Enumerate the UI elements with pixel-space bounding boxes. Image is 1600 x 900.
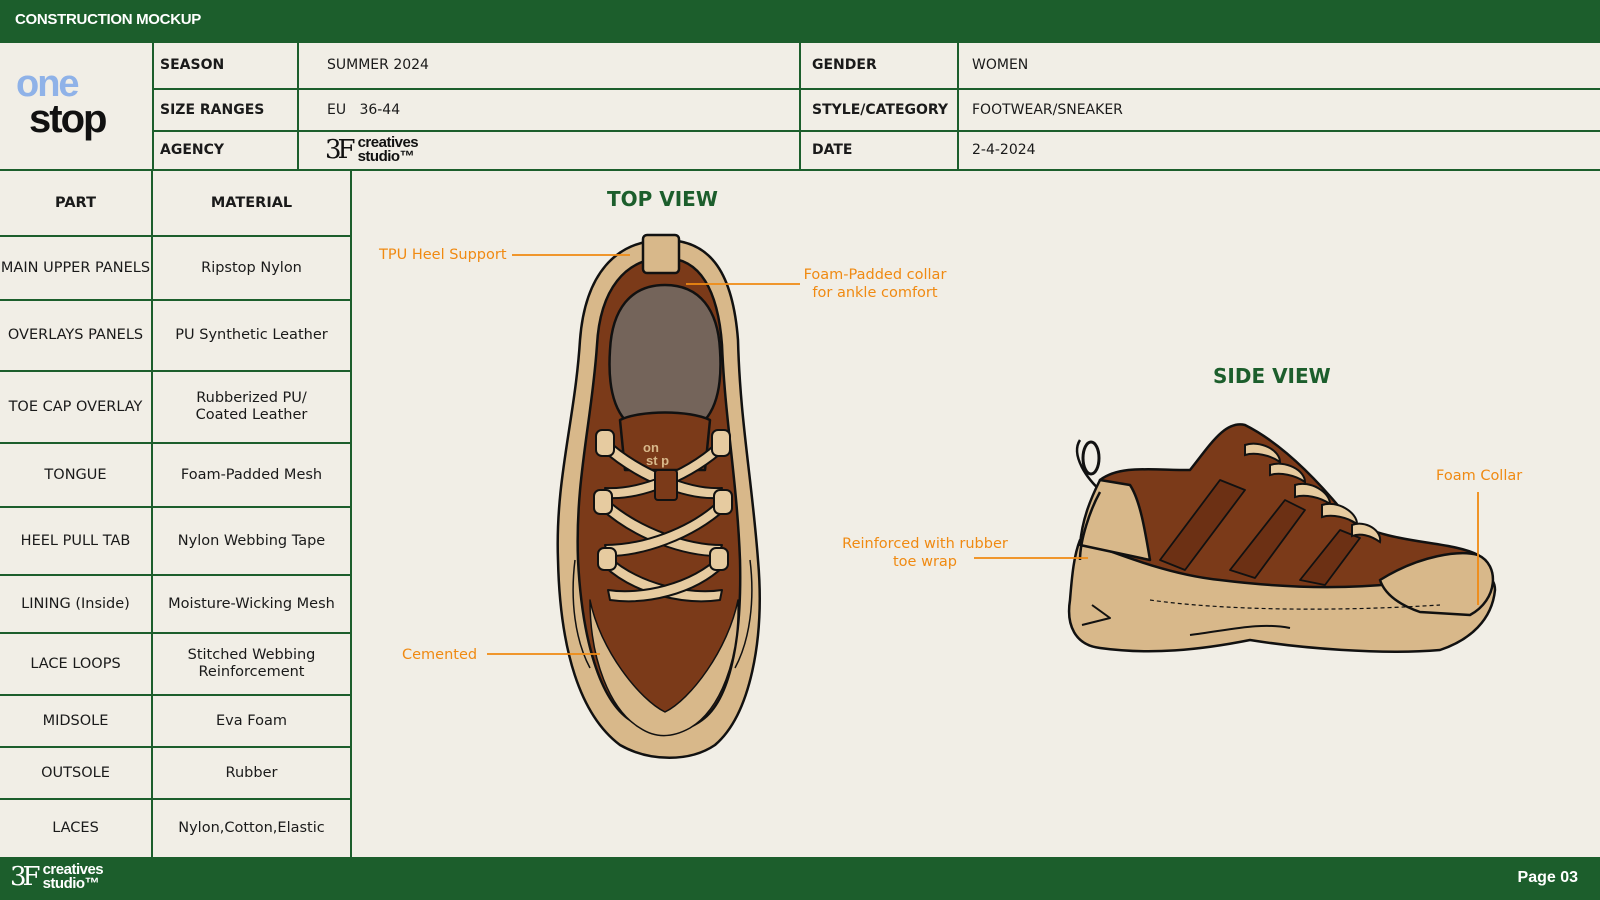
material-cell: Nylon,Cotton,Elastic [178,819,325,836]
header-divider-label1 [297,43,299,171]
top-bar: CONSTRUCTION MOCKUP [0,0,1600,43]
material-cell: Nylon Webbing Tape [177,532,326,549]
gender-label: GENDER [812,57,877,73]
side-view-laces-icon [1244,442,1382,544]
table-row-divider [0,370,351,372]
callout-cemented: Cemented [402,647,478,663]
onestop-logo: one stop [16,66,108,141]
callout-toe-wrap: Reinforced with rubber toe wrap [842,536,1008,570]
table-row-divider [0,746,351,748]
size-ranges-label: SIZE RANGES [160,102,265,118]
part-cell: LACES [52,819,99,836]
footer-agency-brand: creatives studio™ [42,861,104,892]
style-category-value: FOOTWEAR/SNEAKER [972,102,1123,118]
material-cell: Ripstop Nylon [201,259,302,276]
table-divider-part [151,170,153,857]
logo-line2: stop [29,97,106,141]
header-divider-left [152,43,154,171]
table-row-divider [0,235,351,237]
header-divider-label2 [957,43,959,171]
table-row-divider [0,694,351,696]
callout-foam-collar-side: Foam Collar [1436,468,1523,484]
table-row-divider [0,798,351,800]
agency-monogram-icon: 3F [325,135,356,165]
style-category-label: STYLE/CATEGORY [812,102,949,118]
top-view-laces-icon [593,429,733,603]
header-divider-mid [799,43,801,171]
page-number: Page 03 [1517,869,1578,886]
bottom-bar: 3F creatives studio™ Page 03 [0,857,1600,900]
callout-heel-support: TPU Heel Support [379,247,507,263]
material-cell: Rubber [225,764,278,781]
part-cell: OUTSOLE [41,764,110,781]
header-bottom-line [0,169,1600,171]
date-label: DATE [812,142,853,158]
table-row-divider [0,632,351,634]
header-row-line-2 [152,130,1600,132]
table-row-divider [0,506,351,508]
callout-foam-collar-top: Foam-Padded collar for ankle comfort [803,267,947,301]
part-header: PART [55,194,96,211]
table-row-divider [0,442,351,444]
tongue-logo-icon: on [643,440,659,455]
season-label: SEASON [160,57,225,73]
part-cell: LACE LOOPS [30,655,121,672]
tongue-logo-icon: st p [646,453,669,468]
material-cell: Stitched Webbing Reinforcement [187,647,316,680]
page-title: CONSTRUCTION MOCKUP [15,11,201,28]
table-row-divider [0,299,351,301]
top-view-title: TOP VIEW [607,187,718,211]
header-row-line-1 [152,88,1600,90]
material-cell: PU Synthetic Leather [175,327,328,343]
material-cell: Rubberized PU/ Coated Leather [195,390,308,423]
part-cell: TOE CAP OVERLAY [8,398,143,415]
agency-label: AGENCY [160,142,225,158]
part-cell: TONGUE [44,466,107,483]
material-cell: Eva Foam [216,712,287,729]
footer-monogram-icon: 3F [10,862,41,892]
part-cell: HEEL PULL TAB [20,532,131,549]
part-cell: LINING (Inside) [21,595,130,612]
part-cell: MAIN UPPER PANELS [0,259,151,276]
side-view-title: SIDE VIEW [1213,364,1331,388]
part-cell: MIDSOLE [42,712,109,729]
gender-value: WOMEN [972,57,1029,73]
material-cell: Moisture-Wicking Mesh [168,595,335,612]
size-ranges-value: EU 36-44 [327,102,401,118]
part-cell: OVERLAYS PANELS [7,327,144,343]
table-row-divider [0,574,351,576]
material-header: MATERIAL [210,194,293,211]
callout-lines [487,254,1479,655]
footer-agency-logo: 3F creatives studio™ [10,861,119,892]
date-value: 2-4-2024 [972,142,1036,158]
agency-value: creatives studio™ [357,134,419,165]
material-cell: Foam-Padded Mesh [180,466,323,483]
season-value: SUMMER 2024 [327,57,429,73]
side-view-shoe-icon [1067,423,1497,653]
agency-logo: 3F creatives studio™ [325,134,434,165]
table-divider-right [350,170,352,857]
logo-line1: one [16,66,78,105]
